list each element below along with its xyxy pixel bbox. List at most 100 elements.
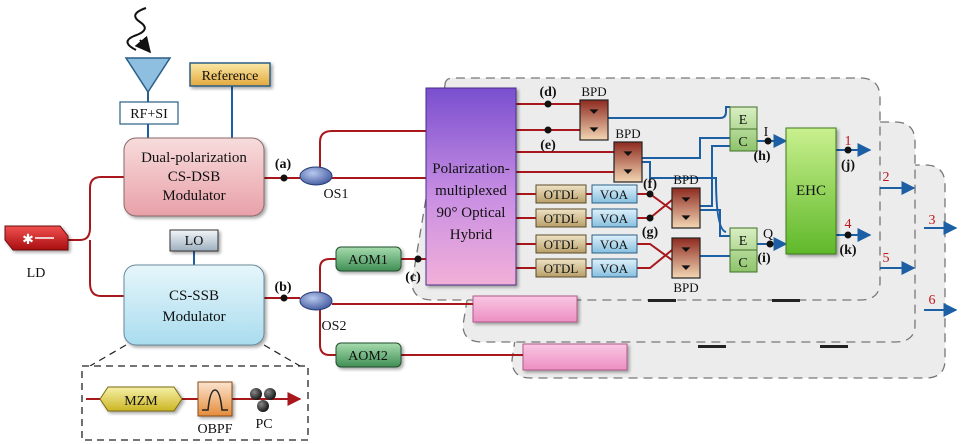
output-label-1: 1 (845, 134, 852, 149)
point-f-label: (f) (643, 177, 657, 192)
voa-label: VOA (600, 261, 629, 276)
point-j-label: (j) (841, 158, 855, 173)
point-i-label: (i) (757, 251, 771, 266)
lo-source: LO (169, 229, 219, 265)
ld-label: LD (27, 266, 46, 281)
q-signal-label: Q (763, 227, 773, 242)
photodiode-icon: ⏷ (681, 242, 691, 257)
back-panel-mark (698, 345, 726, 348)
optical-fibers (65, 103, 673, 356)
dual-mod-text-2: CS-DSB (168, 169, 221, 185)
antenna: RF+SI (119, 7, 179, 125)
photodiode-icon: ⏷ (623, 146, 633, 161)
photodiode-icon: ⏷ (681, 192, 691, 207)
hybrid-text-1: Polarization- (432, 161, 509, 177)
output-label-6: 6 (929, 293, 936, 308)
back-panel-mark (820, 345, 848, 348)
signal-wave-icon (126, 7, 147, 51)
point-d-label: (d) (539, 85, 556, 100)
hybrid-block-panel-2 (472, 295, 578, 323)
hybrid-text-3: 90° Optical (437, 205, 506, 221)
optical-hybrid: Polarization- multiplexed 90° Optical Hy… (425, 87, 517, 286)
reference-source: Reference (189, 62, 271, 87)
ec-combiner-i: E C (729, 106, 758, 152)
laser-star-icon: ✱ (22, 233, 34, 248)
ssb-mod-text-2: Modulator (162, 309, 225, 325)
splitter-os2: OS2 (299, 291, 347, 334)
otdl-row-4: OTDL VOA (535, 258, 638, 278)
dual-mod-text-1: Dual-polarization (141, 150, 247, 166)
aom2-label: AOM2 (348, 349, 388, 364)
aom1: AOM1 (335, 246, 402, 272)
back-panel-mark (648, 299, 676, 302)
aom2: AOM2 (335, 342, 402, 368)
antenna-icon (124, 57, 172, 94)
ehc-label: EHC (796, 183, 826, 199)
hybrid-text-4: Hybrid (450, 227, 493, 243)
photodiode-icon: ⏷ (623, 164, 633, 179)
point-e-label: (e) (540, 138, 556, 153)
electrical-wires (147, 86, 958, 317)
point-b-label: (b) (274, 280, 291, 295)
point-c-label: (c) (405, 270, 421, 285)
measurement-points (280, 100, 852, 302)
bpd-label: BPD (581, 84, 606, 99)
hybrid-block-panel-3 (522, 343, 628, 371)
rf-si-label: RF+SI (130, 107, 168, 122)
ec-c-label: C (738, 135, 747, 150)
ec-e-label: E (739, 234, 748, 249)
point-a-label: (a) (275, 157, 292, 172)
bpd-3: ⏷ ⏷ BPD (671, 172, 701, 229)
polarization-controller: PC (250, 388, 276, 432)
laser-diode: ✱ LD (4, 225, 69, 281)
ec-c-label: C (738, 256, 747, 271)
otdl-row-1: OTDL VOA (535, 184, 638, 204)
photodiode-icon: ⏷ (681, 260, 691, 275)
bpd-label: BPD (673, 172, 698, 187)
ssb-mod-text-1: CS-SSB (169, 288, 219, 304)
bpd-label: BPD (615, 126, 640, 141)
os2-label: OS2 (322, 319, 347, 334)
photodiode-icon: ⏷ (589, 104, 599, 119)
photodiode-icon: ⏷ (681, 210, 691, 225)
back-panel-mark (772, 299, 800, 302)
bpd-1: ⏷ ⏷ BPD (579, 84, 609, 141)
otdl-row-3: OTDL VOA (535, 234, 638, 254)
bpd-4: ⏷ ⏷ BPD (671, 237, 701, 295)
reference-label: Reference (202, 69, 259, 84)
ec-e-label: E (739, 113, 748, 128)
aom1-label: AOM1 (348, 253, 388, 268)
photodiode-icon: ⏷ (589, 122, 599, 137)
os1-label: OS1 (324, 187, 349, 202)
otdl-label: OTDL (544, 261, 579, 276)
voa-label: VOA (600, 187, 629, 202)
pc-ball-icon (250, 388, 262, 400)
bpd-2: ⏷ ⏷ BPD (613, 126, 643, 183)
otdl-row-2: OTDL VOA (535, 208, 638, 228)
ec-combiner-q: E C (729, 227, 758, 273)
pc-label: PC (255, 417, 272, 432)
voa-label: VOA (600, 211, 629, 226)
splitter-os1: OS1 (299, 166, 349, 202)
obpf: OBPF (197, 381, 233, 437)
pc-ball-icon (264, 388, 276, 400)
bpd-label: BPD (673, 280, 698, 295)
point-g-label: (g) (642, 225, 659, 240)
otdl-label: OTDL (544, 187, 579, 202)
dual-mod-text-3: Modulator (162, 188, 225, 204)
hybrid-text-2: multiplexed (435, 183, 507, 199)
mzm-label: MZM (124, 394, 158, 409)
output-label-3: 3 (929, 213, 936, 228)
dual-polarization-modulator: Dual-polarization CS-DSB Modulator (123, 137, 265, 217)
output-label-5: 5 (883, 251, 890, 266)
mzm: MZM (99, 386, 183, 412)
point-h-label: (h) (753, 149, 770, 164)
lo-label: LO (185, 234, 204, 249)
voa-label: VOA (600, 237, 629, 252)
pc-ball-icon (257, 400, 269, 412)
otdl-label: OTDL (544, 237, 579, 252)
output-label-4: 4 (845, 217, 852, 232)
obpf-label: OBPF (197, 422, 232, 437)
